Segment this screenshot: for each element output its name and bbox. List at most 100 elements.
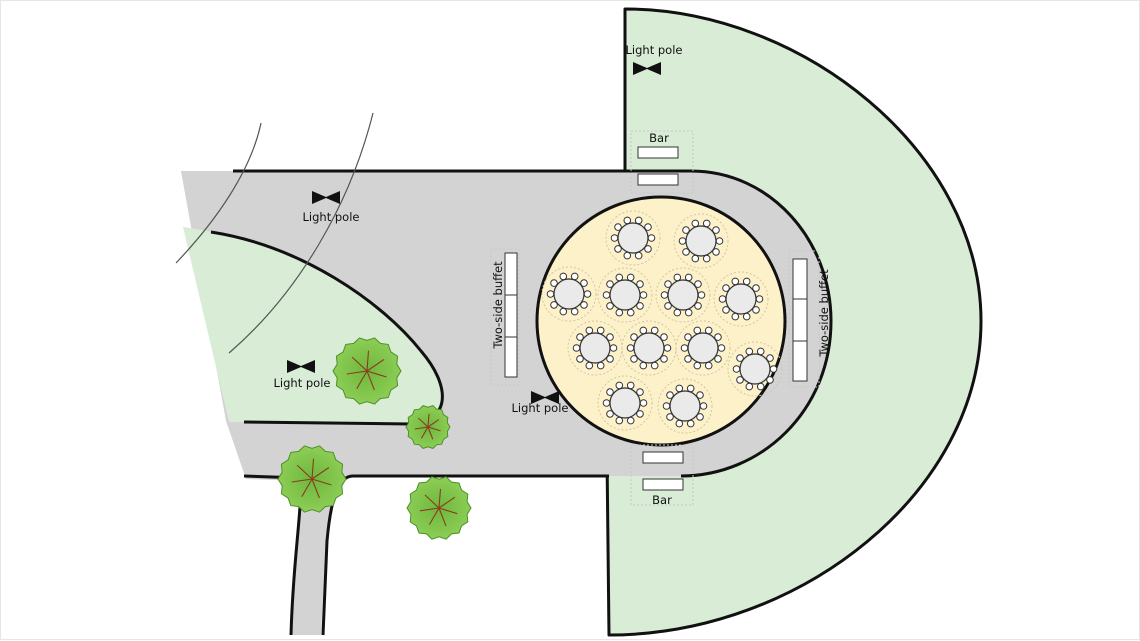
path-line-2 bbox=[228, 112, 374, 354]
chair bbox=[585, 326, 594, 335]
light-pole-label-north: Light pole bbox=[626, 43, 683, 57]
table-top bbox=[687, 332, 719, 364]
bar-counter-south-a bbox=[642, 451, 684, 464]
chair bbox=[615, 381, 624, 390]
chair bbox=[660, 355, 668, 363]
tree-branch bbox=[424, 494, 440, 509]
chair bbox=[615, 308, 624, 317]
chair bbox=[697, 291, 706, 299]
tree-branch bbox=[346, 370, 368, 375]
chair bbox=[559, 272, 568, 281]
tree-1 bbox=[332, 337, 402, 405]
light-pole-plaza: Light pole bbox=[303, 191, 359, 224]
light-pole-label-lawn: Light pole bbox=[274, 376, 331, 390]
chair bbox=[596, 361, 605, 370]
chair bbox=[714, 355, 722, 363]
chair bbox=[636, 302, 644, 310]
chair bbox=[684, 308, 693, 317]
chair bbox=[636, 410, 644, 418]
chair bbox=[662, 402, 671, 410]
chair bbox=[756, 347, 765, 356]
chair bbox=[550, 301, 558, 309]
chair bbox=[714, 333, 722, 341]
chair bbox=[742, 277, 751, 286]
chair bbox=[704, 361, 713, 370]
chair bbox=[630, 333, 638, 341]
path-line-1 bbox=[175, 122, 262, 264]
chair bbox=[678, 237, 687, 245]
round-table-10 bbox=[727, 341, 783, 397]
chair bbox=[682, 226, 690, 234]
plaza-edge-north bbox=[233, 169, 833, 478]
chair bbox=[684, 355, 692, 363]
tree-branch bbox=[438, 507, 458, 515]
chair bbox=[650, 361, 659, 370]
bar-counter-north-b bbox=[637, 173, 679, 186]
buffet-west: Two-side buffet bbox=[490, 248, 520, 386]
light-pole-icon bbox=[312, 191, 340, 204]
chair bbox=[626, 381, 635, 390]
chair bbox=[718, 295, 727, 303]
chair bbox=[691, 254, 700, 263]
tree-branch bbox=[301, 478, 313, 497]
tree-branch bbox=[420, 426, 429, 439]
chair bbox=[639, 291, 648, 299]
chair bbox=[576, 333, 584, 341]
table-top bbox=[685, 225, 717, 257]
light-pole-label-entrance: Light pole bbox=[512, 401, 569, 415]
chair bbox=[623, 216, 632, 225]
round-table-7 bbox=[567, 320, 623, 376]
chair bbox=[644, 223, 652, 231]
table-top bbox=[609, 387, 641, 419]
chair bbox=[639, 326, 648, 335]
chair bbox=[660, 291, 669, 299]
chair bbox=[666, 391, 674, 399]
chair bbox=[639, 361, 648, 370]
chair bbox=[736, 376, 744, 384]
round-table-2 bbox=[673, 213, 729, 269]
chair bbox=[722, 284, 730, 292]
chair bbox=[626, 273, 635, 282]
chair bbox=[686, 384, 695, 393]
chair bbox=[693, 326, 702, 335]
chair bbox=[704, 326, 713, 335]
chair bbox=[702, 254, 711, 263]
chair bbox=[639, 399, 648, 407]
bar-counter-south-b bbox=[642, 478, 684, 491]
chair bbox=[636, 388, 644, 396]
table-top bbox=[725, 283, 757, 315]
tree-branch bbox=[438, 496, 456, 509]
chair bbox=[684, 273, 693, 282]
chair bbox=[606, 280, 614, 288]
round-table-4 bbox=[597, 267, 653, 323]
chair bbox=[673, 273, 682, 282]
light-pole-entrance: Light pole bbox=[512, 391, 569, 415]
round-table-3 bbox=[541, 266, 597, 322]
chair bbox=[715, 237, 724, 245]
chair bbox=[644, 245, 652, 253]
chair bbox=[636, 280, 644, 288]
light-pole-lawn: Light pole bbox=[274, 360, 331, 390]
chair bbox=[755, 295, 764, 303]
chair bbox=[609, 344, 618, 352]
chair bbox=[660, 333, 668, 341]
round-table-12 bbox=[657, 378, 713, 434]
chair bbox=[731, 312, 740, 321]
round-table-11 bbox=[597, 375, 653, 431]
chair bbox=[570, 307, 579, 316]
bar-north: Bar bbox=[630, 130, 694, 194]
chair bbox=[602, 399, 611, 407]
chair bbox=[712, 248, 720, 256]
round-table-6 bbox=[713, 271, 769, 327]
chair bbox=[663, 344, 672, 352]
tree-branch bbox=[427, 413, 430, 428]
chair bbox=[731, 277, 740, 286]
chair bbox=[623, 251, 632, 260]
tree-4 bbox=[406, 476, 472, 540]
buffet-label-west: Two-side buffet bbox=[491, 261, 505, 350]
chair bbox=[583, 290, 592, 298]
chair bbox=[673, 308, 682, 317]
chair bbox=[722, 306, 730, 314]
round-table-9 bbox=[675, 320, 731, 376]
chair bbox=[580, 301, 588, 309]
